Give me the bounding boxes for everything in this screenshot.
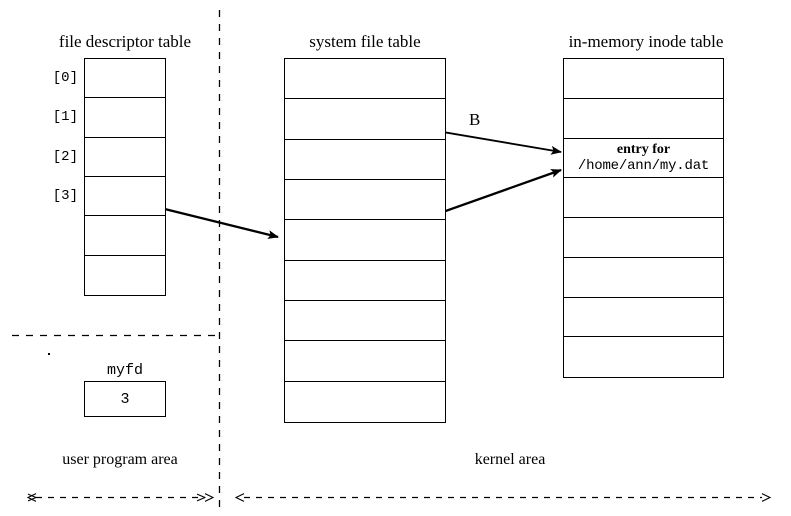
file-descriptor-table-row[interactable] [85,216,165,256]
file-descriptor-index-label: [0] [52,70,78,87]
in-memory-inode-table-row[interactable] [564,298,723,338]
system-file-table-row[interactable] [285,341,445,382]
system-file-table-row[interactable] [285,301,445,342]
variable-box-myfd[interactable]: 3 [84,381,166,417]
system-file-table-row[interactable] [285,59,445,100]
file-descriptor-index-label: [3] [52,188,78,205]
in-memory-inode-table-row[interactable] [564,337,723,377]
file-descriptor-table-row[interactable]: [3] [53,177,165,217]
system-file-table-row[interactable] [285,382,445,422]
label-user-program-area: user program area [62,451,178,468]
variable-value-myfd: 3 [120,390,130,408]
inode-entry-row[interactable]: entry for/home/ann/my.dat [564,139,723,179]
in-memory-inode-table: entry for/home/ann/my.dat [563,58,724,378]
file-descriptor-table-row[interactable]: [1] [53,98,165,138]
in-memory-inode-table-row[interactable] [564,258,723,298]
title-system-file-table: system file table [309,32,421,51]
inode-entry-cell: entry for/home/ann/my.dat [564,139,723,178]
file-descriptor-index-label: [1] [52,109,78,126]
in-memory-inode-table-row[interactable] [564,218,723,258]
file-descriptor-table: [0] [1] [2] [3] [53,58,166,296]
title-in-memory-inode-table: in-memory inode table [568,32,724,51]
system-file-table [284,58,446,423]
label-kernel-area: kernel area [474,451,546,468]
system-file-table-row[interactable] [285,180,445,221]
system-file-table-row[interactable] [285,140,445,180]
file-descriptor-table-row[interactable] [85,256,165,295]
system-file-table-row[interactable] [285,261,445,301]
file-descriptor-index-label: [2] [52,148,78,165]
in-memory-inode-table-row[interactable] [564,59,723,99]
inode-entry-title: entry for [616,141,671,157]
in-memory-inode-table-row[interactable] [564,99,723,139]
file-descriptor-table-row[interactable]: [2] [53,138,165,177]
stray-dot-mark [48,353,50,355]
title-file-descriptor-table: file descriptor table [58,32,192,51]
variable-name-myfd: myfd [106,362,143,379]
system-file-table-row[interactable] [285,99,445,140]
system-file-table-row[interactable] [285,220,445,261]
in-memory-inode-table-row[interactable] [564,178,723,218]
file-descriptor-table-row[interactable]: [0] [53,59,165,99]
inode-entry-path: /home/ann/my.dat [577,157,710,174]
arrow-b-label: B [469,110,481,129]
